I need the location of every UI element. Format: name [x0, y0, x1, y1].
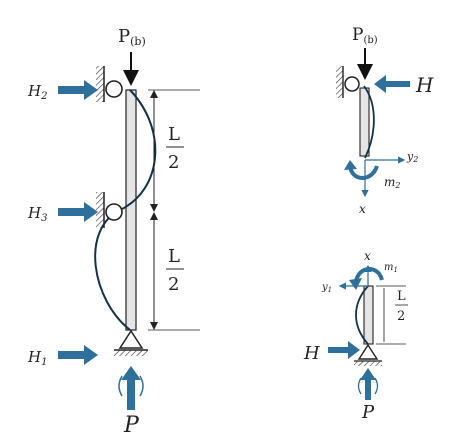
- m1-moment-arrow: [354, 267, 384, 283]
- bottom-load-paren-right: [139, 375, 144, 397]
- top-right-h-label: H: [415, 73, 434, 97]
- bottom-right-h-label: H: [303, 343, 320, 364]
- h3-label: H3: [27, 204, 47, 224]
- right-top-free-body: P(b) H y2 x m2: [336, 25, 434, 216]
- h1-arrow: [58, 345, 98, 365]
- lower-half-length-den: 2: [168, 274, 179, 295]
- middle-roller: [105, 203, 123, 221]
- column-body: [125, 89, 137, 331]
- lower-half-length-num: L: [168, 246, 180, 267]
- dim-arrow-mid-down: [150, 212, 158, 220]
- upper-half-length-num: L: [168, 124, 180, 145]
- h2-arrow: [58, 80, 98, 100]
- bottom-segment-body: [363, 285, 374, 345]
- x-label-top: x: [359, 202, 366, 216]
- dim-arrow-mid-up: [150, 204, 158, 212]
- bottom-load-label: P: [123, 413, 140, 438]
- h3-arrow: [58, 202, 98, 222]
- dim-arrow-bottom: [150, 322, 158, 330]
- bottom-ground-hatch: [114, 350, 148, 356]
- m2-moment-head: [344, 160, 357, 170]
- middle-wall-hatch: [96, 192, 104, 228]
- top-wall-hatch: [96, 66, 104, 102]
- m1-moment-head: [349, 278, 362, 290]
- dim-arrow-top: [150, 90, 158, 98]
- upper-half-length-den: 2: [168, 152, 179, 173]
- bottom-pin-support: [118, 329, 144, 349]
- top-segment-body: [359, 87, 370, 157]
- top-right-load-label: P(b): [352, 25, 378, 46]
- y2-label: y2: [406, 150, 418, 164]
- bottom-right-load-label: P: [361, 402, 375, 423]
- left-column-assembly: P(b) H2 H3 H1 P: [27, 26, 200, 438]
- bottom-right-ground-hatch: [354, 361, 382, 366]
- bottom-load-paren-left: [118, 375, 123, 397]
- bottom-right-h-arrow: [328, 341, 360, 359]
- bottom-segment-curve: [355, 285, 369, 345]
- bottom-right-paren-right: [374, 377, 379, 395]
- x-label-bottom: x: [364, 249, 371, 263]
- top-load-label: P(b): [118, 26, 146, 48]
- top-roller: [105, 80, 123, 98]
- bottom-load-arrow: [121, 366, 141, 410]
- m1-label: m1: [384, 262, 398, 274]
- bottom-right-paren-left: [357, 377, 362, 395]
- y1-label: y1: [321, 282, 332, 294]
- bottom-right-load-arrow: [360, 368, 376, 400]
- top-segment-curve: [363, 85, 375, 159]
- top-right-h-arrow: [374, 75, 410, 93]
- h1-label: H1: [27, 348, 47, 368]
- top-right-wall-hatch: [336, 66, 343, 98]
- small-length-den: 2: [397, 309, 405, 324]
- small-length-num: L: [397, 289, 406, 304]
- m2-label: m2: [384, 175, 400, 190]
- top-right-roller: [344, 76, 360, 92]
- m2-moment-arrow: [348, 165, 379, 180]
- bottom-right-pin: [357, 343, 379, 360]
- right-bottom-free-body: x y1 m1 L 2 H P: [303, 249, 408, 423]
- h2-label: H2: [27, 82, 47, 102]
